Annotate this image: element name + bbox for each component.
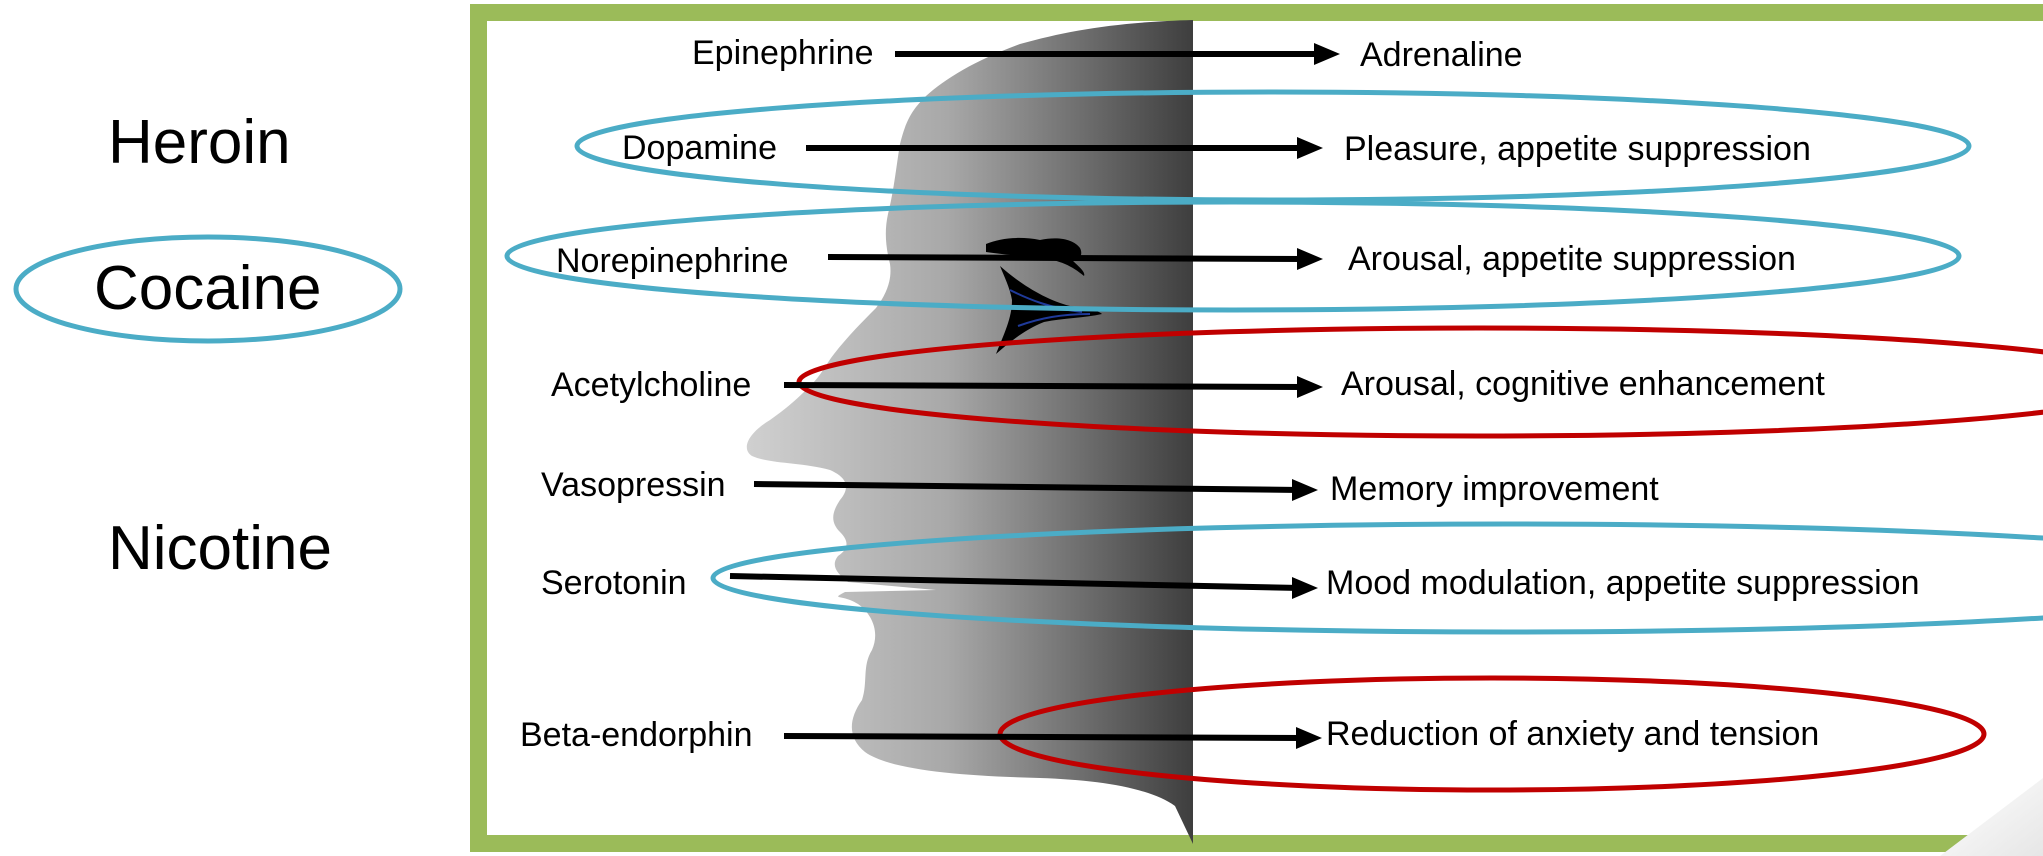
transmitter-label-vasopressin: Vasopressin: [541, 466, 726, 504]
arrow-head-dopamine: [1297, 137, 1323, 159]
transmitter-label-dopamine: Dopamine: [622, 129, 777, 167]
transmitter-label-norepinephrine: Norepinephrine: [556, 242, 789, 280]
effect-label-epinephrine: Adrenaline: [1360, 36, 1523, 74]
arrow-head-norepinephrine: [1297, 248, 1323, 270]
arrow-line-vasopressin: [754, 484, 1300, 490]
transmitter-label-serotonin: Serotonin: [541, 564, 687, 602]
arrow-line-norepinephrine: [828, 257, 1305, 259]
arrow-head-beta-endorphin: [1296, 727, 1322, 749]
arrow-head-epinephrine: [1314, 43, 1340, 65]
transmitter-label-epinephrine: Epinephrine: [692, 34, 873, 72]
effect-label-dopamine: Pleasure, appetite suppression: [1344, 130, 1811, 168]
effect-label-serotonin: Mood modulation, appetite suppression: [1326, 564, 1920, 602]
arrow-head-serotonin: [1292, 577, 1318, 599]
effect-label-norepinephrine: Arousal, appetite suppression: [1348, 240, 1796, 278]
arrow-line-beta-endorphin: [784, 736, 1304, 738]
arrow-head-vasopressin: [1292, 479, 1318, 501]
effect-label-vasopressin: Memory improvement: [1330, 470, 1659, 508]
transmitter-label-beta-endorphin: Beta-endorphin: [520, 716, 753, 754]
effect-label-beta-endorphin: Reduction of anxiety and tension: [1326, 715, 1819, 753]
head-silhouette: [747, 20, 1193, 844]
effect-label-acetylcholine: Arousal, cognitive enhancement: [1341, 365, 1825, 403]
corner-shade: [1940, 778, 2043, 856]
arrow-line-acetylcholine: [784, 385, 1305, 387]
arrow-head-acetylcholine: [1297, 376, 1323, 398]
transmitter-label-acetylcholine: Acetylcholine: [551, 366, 751, 404]
